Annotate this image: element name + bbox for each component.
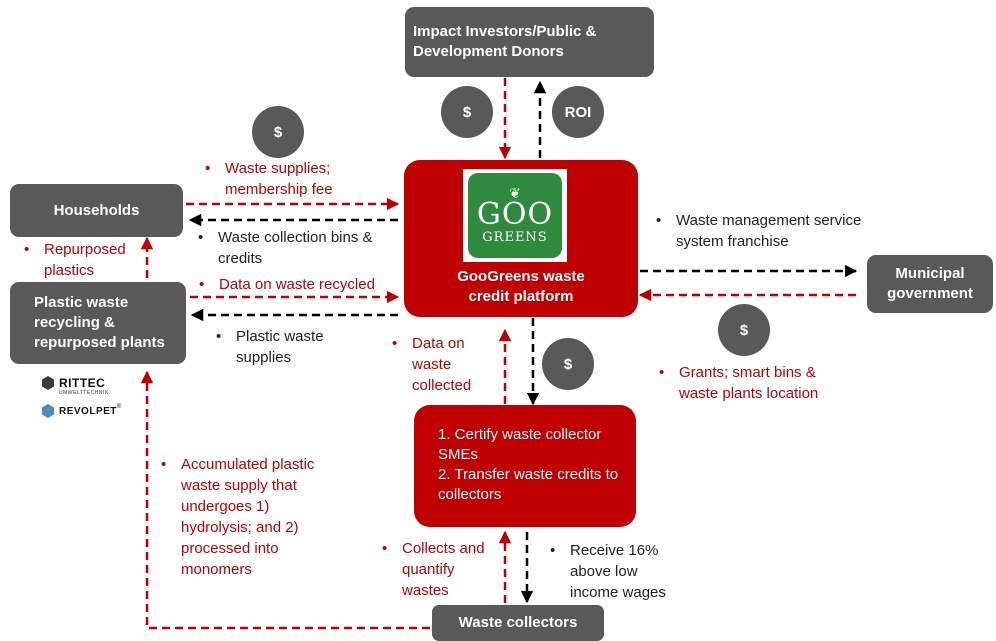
rittec-logo: RITTEC UMWELTTECHNIK xyxy=(41,376,108,396)
logo-text-bottom: GREENS xyxy=(482,229,548,245)
certify-step-1: 1. Certify waste collector SMEs xyxy=(438,426,602,463)
hexagon-icon xyxy=(42,376,54,390)
node-waste-collectors-label: Waste collectors xyxy=(458,614,578,631)
node-investors-label: Impact Investors/Public & Development Do… xyxy=(413,23,597,60)
label-receive: • Receive 16% above low income wages xyxy=(550,542,666,601)
logo-text-top: GOO xyxy=(476,196,554,232)
node-plastic-plants: Plastic waste recycling & repurposed pla… xyxy=(10,282,186,364)
node-municipal: Municipal government xyxy=(867,255,993,313)
certify-step-2: 2. Transfer waste credits to collectors xyxy=(438,466,619,503)
label-plastic-supplies: • Plastic waste supplies xyxy=(216,328,324,366)
dollar-circle-municipal: $ xyxy=(718,304,770,356)
rittec-subtitle: UMWELTTECHNIK xyxy=(59,390,109,396)
label-repurposed: • Repurposed plastics xyxy=(24,241,126,279)
label-collection-bins: • Waste collection bins & credits xyxy=(198,229,373,267)
node-platform-label: GooGreens waste credit platform xyxy=(457,268,585,305)
label-collects: • Collects and quantify wastes xyxy=(382,540,485,599)
node-plastic-plants-label: Plastic waste recycling & repurposed pla… xyxy=(34,294,165,351)
revolpet-name: REVOLPET xyxy=(59,405,117,417)
googreens-logo: ❦ GOO GREENS xyxy=(463,169,567,262)
dollar-circle-certify: $ xyxy=(542,338,594,390)
node-investors: Impact Investors/Public & Development Do… xyxy=(405,7,654,77)
label-data-recycled: • Data on waste recycled xyxy=(199,276,375,293)
node-households-label: Households xyxy=(53,201,140,219)
label-accumulated: • Accumulated plastic waste supply that … xyxy=(161,456,315,578)
revolpet-logo: REVOLPET ® xyxy=(41,404,121,418)
arrow-collectors-to-plants xyxy=(140,370,430,630)
node-municipal-label: Municipal government xyxy=(887,265,973,302)
node-waste-collectors: Waste collectors xyxy=(432,605,604,641)
dollar-circle-investors: $ xyxy=(441,86,493,138)
node-households: Households xyxy=(10,184,183,237)
label-franchise: • Waste management service system franch… xyxy=(656,212,862,250)
rittec-name: RITTEC xyxy=(59,376,106,390)
label-data-collected: • Data on waste collected xyxy=(392,335,472,394)
label-grants: • Grants; smart bins & waste plants loca… xyxy=(659,364,819,402)
roi-circle: ROI xyxy=(552,86,604,138)
partner-logos: RITTEC UMWELTTECHNIK REVOLPET ® xyxy=(37,372,133,426)
leaf-icon: ❦ xyxy=(509,184,521,201)
revolpet-registered: ® xyxy=(116,404,122,410)
label-waste-supplies: • Waste supplies; membership fee xyxy=(205,160,333,198)
node-certify: 1. Certify waste collector SMEs 2. Trans… xyxy=(414,405,636,527)
hexagon-icon xyxy=(42,404,54,418)
dollar-circle-households: $ xyxy=(252,106,304,158)
